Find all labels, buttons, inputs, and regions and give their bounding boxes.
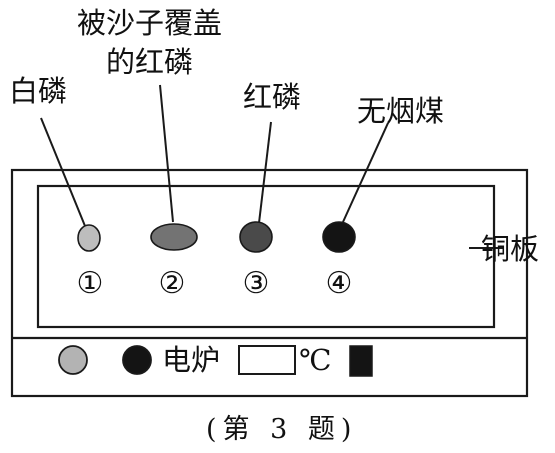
temperature-display: [238, 345, 296, 375]
leader-smokeless-coal: [342, 122, 389, 223]
position-number-4: ④: [325, 266, 353, 301]
label-copper-plate: 铜板: [481, 232, 540, 266]
sample-covered-red-phosphorus: [150, 223, 198, 251]
position-number-3: ③: [242, 266, 270, 301]
knob-dark: [122, 345, 152, 375]
figure-caption: (第 3 题): [206, 414, 358, 445]
copper-plate: [36, 184, 496, 329]
label-smokeless-coal: 无烟煤: [357, 94, 445, 128]
label-covered-red-line2: 的红磷: [106, 45, 194, 79]
temperature-unit: ℃: [299, 343, 332, 377]
position-number-1: ①: [76, 266, 104, 301]
furnace-outer-frame: [10, 168, 529, 398]
sample-red-phosphorus: [239, 221, 273, 253]
label-covered-red-line1: 被沙子覆盖: [77, 6, 223, 40]
sample-smokeless-coal: [322, 221, 356, 253]
label-white-phosphorus: 白磷: [9, 74, 68, 108]
knob-light: [58, 345, 88, 375]
power-switch: [349, 345, 373, 377]
sample-white-phosphorus: [77, 224, 101, 252]
label-red-phosphorus: 红磷: [243, 80, 302, 114]
position-number-2: ②: [158, 266, 186, 301]
leader-covered-red-phosphorus: [159, 84, 174, 223]
leader-red-phosphorus: [258, 121, 272, 224]
furnace-label: 电炉: [162, 343, 221, 377]
leader-white-phosphorus: [40, 117, 86, 227]
